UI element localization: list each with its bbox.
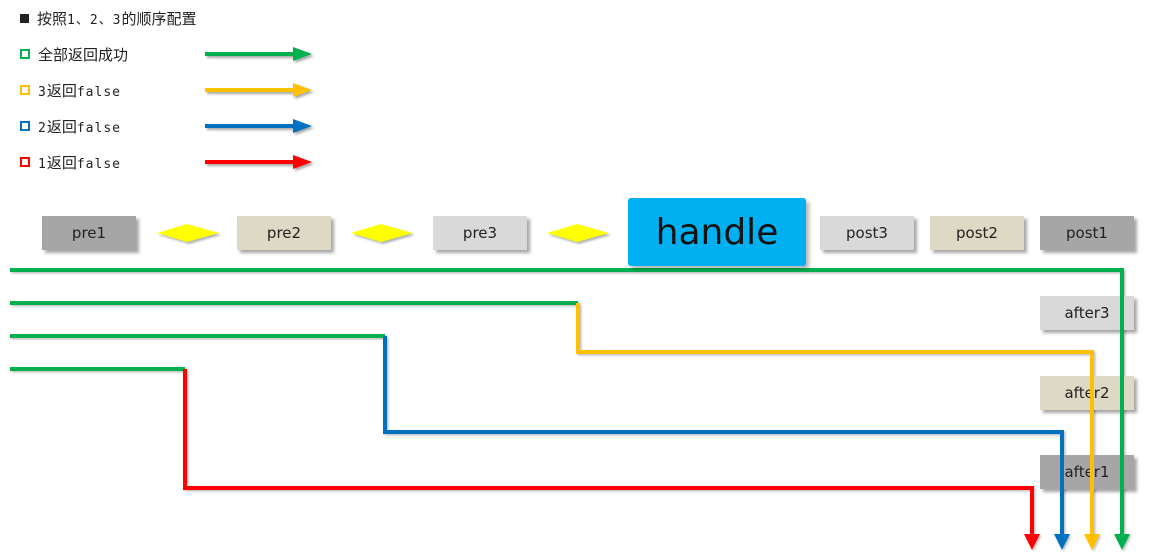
- path-all-success: [10, 268, 1130, 550]
- box-pre2: pre2: [237, 216, 331, 250]
- green-arrow-icon: [205, 47, 312, 61]
- box-label: after2: [1064, 384, 1110, 402]
- legend-row-all-success: 全部返回成功: [20, 42, 128, 66]
- legend-label-three-false: 3返回false: [38, 80, 121, 101]
- legend-row-three-false: 3返回false: [20, 78, 121, 102]
- legend-text-mono: false: [76, 120, 121, 136]
- diamond-connector: [547, 224, 609, 242]
- box-label: pre3: [462, 224, 498, 242]
- legend-label-all-success: 全部返回成功: [38, 44, 128, 65]
- legend-label-two-false: 2返回false: [38, 116, 121, 137]
- legend-text: 全部返回成功: [38, 45, 129, 64]
- box-label: handle: [655, 211, 779, 253]
- box-after2: after2: [1040, 376, 1134, 410]
- legend-text: 返回: [46, 117, 77, 136]
- box-label: post2: [956, 224, 998, 242]
- legend-text: 返回: [46, 81, 77, 100]
- diamond-connector: [351, 224, 413, 242]
- legend-text-mono: 2: [38, 120, 47, 136]
- box-label: pre2: [266, 224, 302, 242]
- legend-text-mono: 1、2、3: [67, 12, 122, 28]
- blue-arrow-icon: [205, 119, 312, 133]
- yellow-arrow-icon: [205, 83, 312, 97]
- yellow-square-icon: [20, 85, 30, 95]
- legend-text-mono: false: [76, 156, 121, 172]
- green-square-icon: [20, 49, 30, 59]
- legend-text-mono: 3: [38, 84, 47, 100]
- box-pre3: pre3: [433, 216, 527, 250]
- red-square-icon: [20, 157, 30, 167]
- legend-label-order: 按照1、2、3的顺序配置: [37, 8, 197, 29]
- legend-text-mono: 1: [38, 156, 47, 172]
- box-label: after3: [1064, 304, 1110, 322]
- box-label: post3: [846, 224, 888, 242]
- legend-text: 返回: [46, 153, 77, 172]
- bullet-square-icon: [20, 13, 29, 23]
- path-one-false: [10, 367, 1040, 550]
- legend-text: 按照: [37, 9, 68, 28]
- legend-label-one-false: 1返回false: [38, 152, 121, 173]
- box-after1: after1: [1040, 455, 1134, 489]
- box-post2: post2: [930, 216, 1024, 250]
- blue-square-icon: [20, 121, 30, 131]
- box-after3: after3: [1040, 296, 1134, 330]
- box-label: after1: [1064, 463, 1110, 481]
- box-pre1: pre1: [42, 216, 136, 250]
- legend-arrows: [205, 47, 312, 169]
- box-handle: handle: [628, 198, 806, 266]
- diamond-connector: [157, 224, 219, 242]
- path-three-false: [10, 301, 1100, 550]
- legend-text: 的顺序配置: [121, 9, 197, 28]
- legend-text-mono: false: [76, 84, 121, 100]
- box-post1: post1: [1040, 216, 1134, 250]
- box-label: pre1: [71, 224, 107, 242]
- box-post3: post3: [820, 216, 914, 250]
- box-label: post1: [1066, 224, 1108, 242]
- legend-row-two-false: 2返回false: [20, 114, 121, 138]
- legend-row-order: 按照1、2、3的顺序配置: [20, 6, 197, 30]
- legend-row-one-false: 1返回false: [20, 150, 121, 174]
- red-arrow-icon: [205, 155, 312, 169]
